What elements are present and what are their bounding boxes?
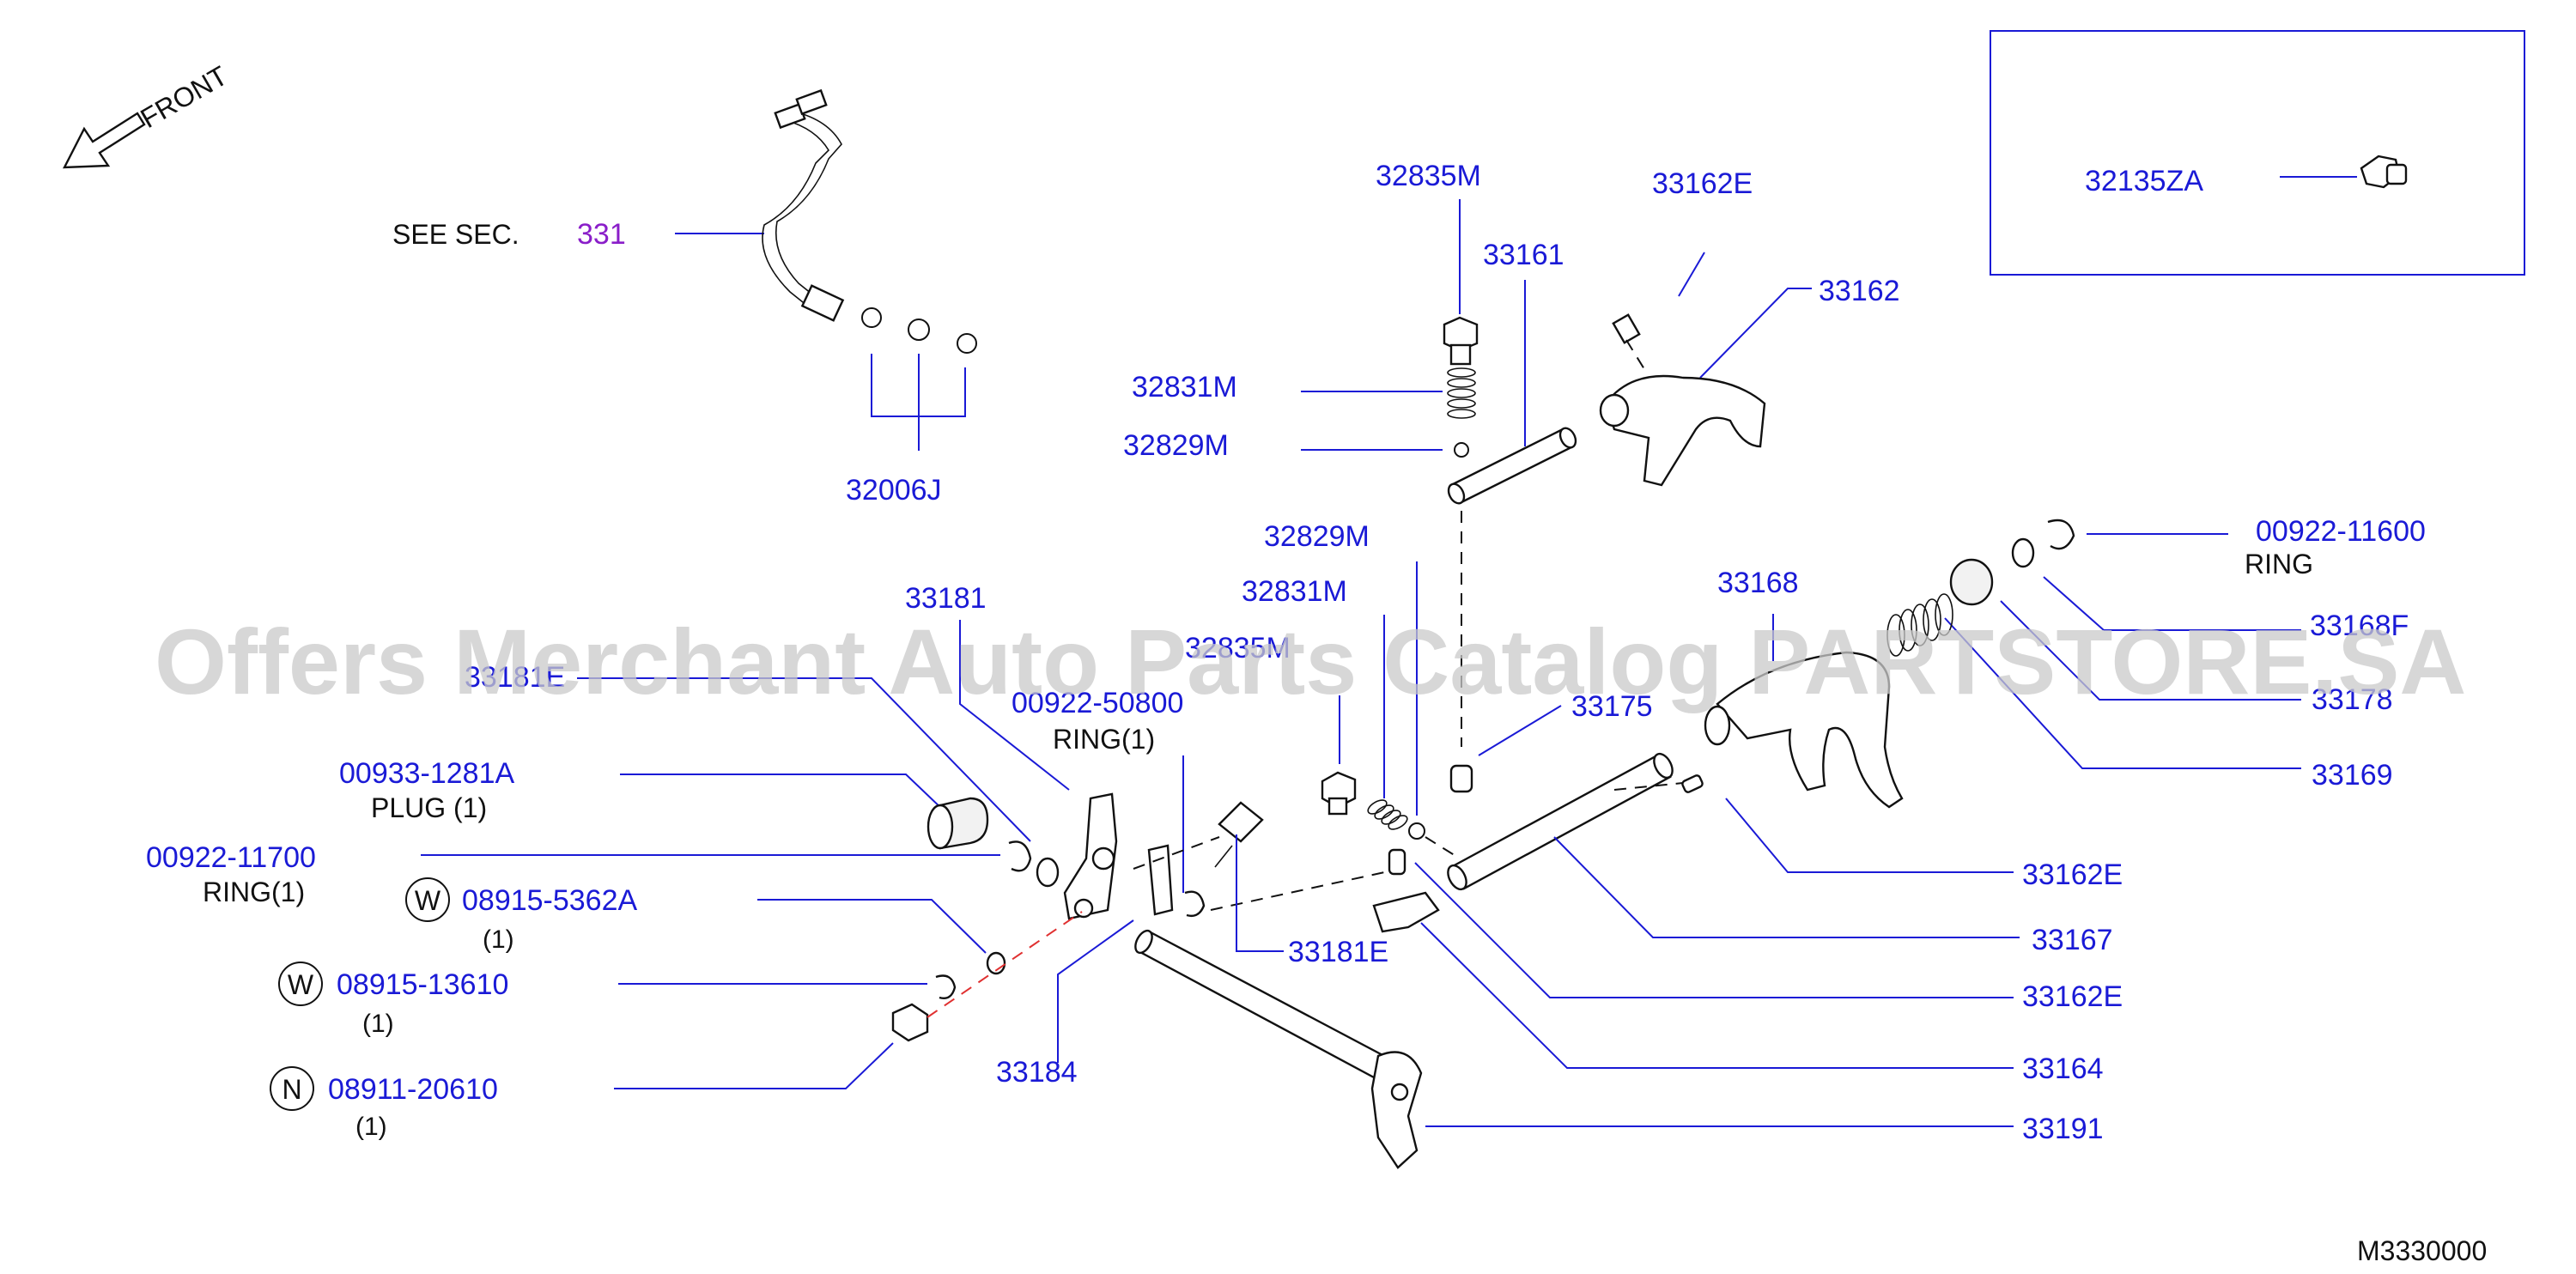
see-sec-prefix: SEE SEC. — [392, 219, 519, 250]
check-ball-top — [1454, 442, 1469, 458]
label-33164[interactable]: 33164 — [2022, 1053, 2104, 1085]
seal-ring-3 — [957, 333, 977, 354]
seal-ring-2 — [908, 318, 930, 341]
check-ball-mid — [1408, 822, 1425, 840]
snap-ring-left-icon — [1008, 840, 1032, 872]
shift-shaft-33191-icon — [1134, 929, 1423, 1169]
mark-5362A: W — [415, 885, 441, 916]
label-00922-11700[interactable]: 00922-11700 — [146, 841, 316, 874]
nut-marker: N — [270, 1066, 314, 1111]
lever-pin-icon — [1214, 801, 1264, 868]
label-32831M-mid[interactable]: 32831M — [1242, 575, 1347, 608]
label-33162E-r2[interactable]: 33162E — [2022, 980, 2123, 1013]
shift-rod-33161-icon — [1447, 427, 1577, 505]
front-arrow-icon — [62, 112, 146, 169]
ring-11700-label: RING(1) — [203, 877, 305, 907]
label-32829M-top[interactable]: 32829M — [1123, 429, 1229, 462]
mark-13610: W — [288, 969, 314, 1000]
label-33162E-r1[interactable]: 33162E — [2022, 858, 2123, 891]
label-33181E-left[interactable]: 33181E — [465, 661, 565, 694]
watermark: Offers Merchant Auto Parts Catalog PARTS… — [155, 610, 2466, 713]
speed-sensor-icon — [762, 88, 845, 322]
mark-20610: N — [282, 1074, 301, 1105]
label-33175[interactable]: 33175 — [1571, 690, 1653, 723]
ring-50800-label: RING(1) — [1053, 724, 1155, 755]
label-33181E-mid[interactable]: 33181E — [1288, 936, 1388, 968]
qty-20610: (1) — [355, 1113, 387, 1141]
label-32831M-top[interactable]: 32831M — [1132, 371, 1237, 403]
interlock-plate-icon — [1147, 844, 1174, 916]
label-33162[interactable]: 33162 — [1819, 275, 1900, 307]
label-00933-1281A[interactable]: 00933-1281A — [339, 757, 515, 790]
label-32006J[interactable]: 32006J — [846, 474, 942, 507]
inset-box — [1990, 30, 2525, 276]
shift-lever-33181-icon — [1063, 792, 1118, 920]
label-33168F[interactable]: 33168F — [2310, 610, 2409, 642]
drain-plug-icon — [2360, 155, 2408, 189]
plug-icon — [927, 797, 989, 850]
washer-left-icon — [1036, 857, 1060, 888]
washer-icon — [2011, 537, 2035, 568]
pin-r1-icon — [1681, 774, 1704, 793]
check-plug-mid-icon — [1321, 771, 1357, 816]
check-plug-icon — [1443, 316, 1479, 366]
see-sec-link[interactable]: 331 — [577, 218, 626, 251]
label-32829M-mid[interactable]: 32829M — [1264, 520, 1370, 553]
label-33162E-top[interactable]: 33162E — [1652, 167, 1753, 200]
seal-ring-1 — [861, 307, 882, 328]
washer-marker-2: W — [278, 962, 323, 1006]
label-00922-11600[interactable]: 00922-11600 — [2256, 515, 2426, 548]
label-08915-13610[interactable]: 08915-13610 — [337, 968, 508, 1001]
snap-ring-icon — [2047, 519, 2075, 550]
bushing-icon — [1949, 558, 1994, 606]
spring-washer-icon — [935, 974, 957, 999]
plug-1281A-label: PLUG (1) — [371, 792, 487, 823]
label-32135ZA[interactable]: 32135ZA — [2085, 165, 2203, 197]
shift-rod-33167-icon — [1447, 752, 1674, 891]
spring-icon — [1447, 367, 1476, 419]
label-33181[interactable]: 33181 — [905, 582, 987, 615]
label-33178[interactable]: 33178 — [2312, 683, 2393, 716]
front-label: FRONT — [136, 60, 233, 134]
label-33167[interactable]: 33167 — [2032, 924, 2113, 956]
label-33169[interactable]: 33169 — [2312, 759, 2393, 792]
label-33161[interactable]: 33161 — [1483, 239, 1564, 271]
diagram-code: M3330000 — [2357, 1235, 2487, 1266]
shift-fork-33162-icon — [1599, 374, 1766, 487]
label-32835M-top[interactable]: 32835M — [1376, 160, 1481, 192]
label-32835M-mid[interactable]: 32835M — [1185, 632, 1291, 664]
nut-icon — [891, 1003, 929, 1042]
qty-5362A: (1) — [483, 925, 514, 954]
shift-fork-33168-icon — [1704, 651, 1904, 809]
shift-bracket-33164-icon — [1372, 848, 1440, 933]
label-08911-20610[interactable]: 08911-20610 — [328, 1073, 498, 1106]
interlock-pin-icon — [1449, 764, 1473, 793]
fork-spring-icon — [1886, 593, 1953, 657]
pin-icon — [1612, 313, 1641, 344]
ring-11600-label: RING — [2245, 549, 2313, 579]
label-33184[interactable]: 33184 — [996, 1056, 1078, 1089]
label-33168[interactable]: 33168 — [1717, 567, 1799, 599]
qty-13610: (1) — [362, 1010, 394, 1038]
ring-50800-icon — [1184, 890, 1206, 918]
label-00922-50800[interactable]: 00922-50800 — [1012, 687, 1183, 719]
spring-mid-icon — [1367, 799, 1408, 830]
label-33191[interactable]: 33191 — [2022, 1113, 2104, 1145]
washer-marker-1: W — [405, 877, 450, 922]
label-08915-5362A[interactable]: 08915-5362A — [462, 884, 638, 917]
